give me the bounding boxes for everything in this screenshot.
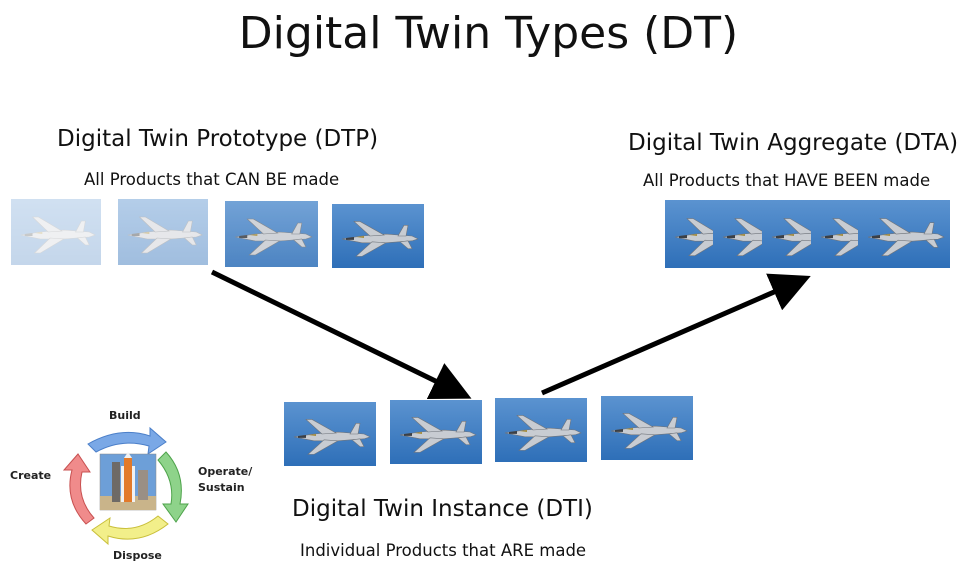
dti-jet-image-4 bbox=[601, 396, 693, 460]
operate-arrow-icon bbox=[157, 451, 189, 523]
create-arrow-icon bbox=[62, 453, 95, 525]
dtp-subtitle: All Products that CAN BE made bbox=[84, 170, 340, 189]
jet-icon bbox=[11, 199, 101, 265]
dtp-jet-image-2 bbox=[118, 199, 208, 265]
dtp-jet-image-4 bbox=[332, 204, 424, 268]
lifecycle-sustain-label: Sustain bbox=[198, 481, 245, 494]
dti-title: Digital Twin Instance (DTI) bbox=[292, 496, 593, 522]
jet-icon bbox=[332, 204, 424, 268]
lifecycle-cycle: Build Operate/ Sustain Dispose Create bbox=[0, 400, 270, 564]
arrow-dtp-to-dti bbox=[210, 269, 472, 400]
lifecycle-create-label: Create bbox=[10, 469, 52, 482]
dti-jet-image-1 bbox=[284, 402, 376, 466]
lifecycle-build-label: Build bbox=[109, 409, 141, 422]
lifecycle-operate-label: Operate/ bbox=[198, 465, 253, 478]
dtp-title: Digital Twin Prototype (DTP) bbox=[57, 126, 379, 152]
lifecycle-dispose-label: Dispose bbox=[113, 549, 162, 562]
dta-jet-image-5 bbox=[858, 200, 950, 268]
dti-subtitle: Individual Products that ARE made bbox=[300, 541, 587, 560]
dta-title: Digital Twin Aggregate (DTA) bbox=[628, 130, 959, 156]
dispose-arrow-icon bbox=[91, 515, 169, 546]
lifecycle-arrows bbox=[62, 426, 189, 546]
arrow-dti-to-dta bbox=[541, 273, 811, 396]
jet-icon bbox=[495, 398, 587, 462]
dta-subtitle: All Products that HAVE BEEN made bbox=[643, 171, 931, 190]
jet-icon bbox=[284, 402, 376, 466]
dtp-jet-image-1 bbox=[11, 199, 101, 265]
dti-jet-image-2 bbox=[390, 400, 482, 464]
dti-jet-image-3 bbox=[495, 398, 587, 462]
build-arrow-icon bbox=[87, 426, 167, 456]
jet-icon bbox=[225, 201, 318, 267]
jet-icon bbox=[118, 199, 208, 265]
jet-icon bbox=[390, 400, 482, 464]
dtp-jet-image-3 bbox=[225, 201, 318, 267]
jet-icon bbox=[601, 396, 693, 460]
rocket-image bbox=[99, 452, 157, 511]
jet-icon bbox=[858, 200, 950, 268]
page-title: Digital Twin Types (DT) bbox=[238, 8, 739, 59]
